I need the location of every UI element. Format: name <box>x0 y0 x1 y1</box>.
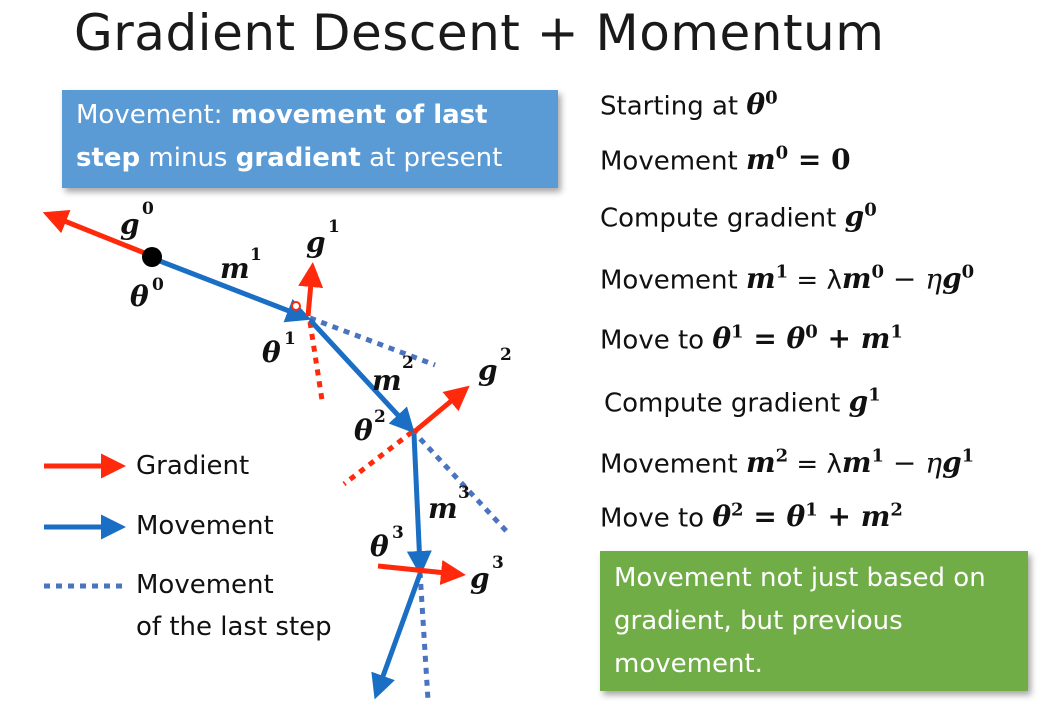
def-mid: minus <box>140 143 236 173</box>
step-compute-g0: Compute gradient g0 <box>600 200 877 234</box>
label-theta2: θ <box>354 414 373 447</box>
step-compute-g1: Compute gradient g1 <box>604 385 881 419</box>
svg-text:1: 1 <box>284 329 296 349</box>
svg-text:2: 2 <box>500 345 512 365</box>
step-start: Starting at θ0 <box>600 88 778 122</box>
label-m1: m <box>220 252 250 285</box>
summary-box: Movement not just based on gradient, but… <box>600 551 1028 691</box>
label-theta3: θ <box>370 530 389 563</box>
legend-movement-label: Movement <box>136 511 274 541</box>
step-movement-m2: Movement m2 = λm1 − ηg1 <box>600 446 975 480</box>
label-m2: m <box>372 364 402 397</box>
movement-m2 <box>308 318 415 434</box>
label-theta1: θ <box>262 336 281 369</box>
gradient-g2 <box>412 385 470 434</box>
svg-text:0: 0 <box>142 199 154 219</box>
movement-m4 <box>371 573 423 700</box>
label-g0: g <box>120 208 140 241</box>
svg-text:2: 2 <box>374 407 386 427</box>
svg-text:1: 1 <box>328 217 340 237</box>
legend-last-step-label-2: of the last step <box>136 612 332 642</box>
svg-text:3: 3 <box>392 523 404 543</box>
last-step-line-3 <box>417 571 431 701</box>
gradient-g3 <box>377 560 466 585</box>
neg-gradient-1 <box>307 321 325 401</box>
movement-m3 <box>406 433 432 576</box>
legend-gradient-label: Gradient <box>136 451 250 481</box>
label-g3: g <box>470 562 490 595</box>
label-theta0: θ <box>130 280 149 313</box>
svg-text:1: 1 <box>250 245 262 265</box>
label-g2: g <box>478 354 498 387</box>
svg-text:2: 2 <box>402 353 414 373</box>
svg-text:0: 0 <box>152 275 164 295</box>
gradient-g1 <box>298 262 324 317</box>
legend-last-step-label-1: Movement <box>136 570 274 600</box>
def-bold-gradient: gradient <box>235 143 361 173</box>
svg-text:3: 3 <box>492 553 504 573</box>
theta0-point <box>142 247 162 267</box>
label-m3: m <box>428 492 458 525</box>
step-init-movement: Movement m0 = 0 <box>600 143 851 177</box>
step-move-theta2: Move to θ2 = θ1 + m2 <box>600 500 903 534</box>
gradient-g0 <box>42 209 153 259</box>
theta1-point <box>291 301 301 311</box>
svg-text:3: 3 <box>458 483 470 503</box>
neg-gradient-2 <box>342 430 414 486</box>
step-move-theta1: Move to θ1 = θ0 + m1 <box>600 322 903 356</box>
movement-definition-box: Movement: movement of last step minus gr… <box>62 90 558 188</box>
def-suffix: at present <box>360 143 503 173</box>
movement-m1 <box>151 255 312 323</box>
def-bold-last-step: movement of last step <box>76 100 488 173</box>
def-prefix: Movement: <box>76 100 231 130</box>
label-g1: g <box>306 226 326 259</box>
step-movement-m1: Movement m1 = λm0 − ηg0 <box>600 262 975 296</box>
slide-title: Gradient Descent + Momentum <box>74 4 885 62</box>
last-step-line-1 <box>309 315 436 368</box>
